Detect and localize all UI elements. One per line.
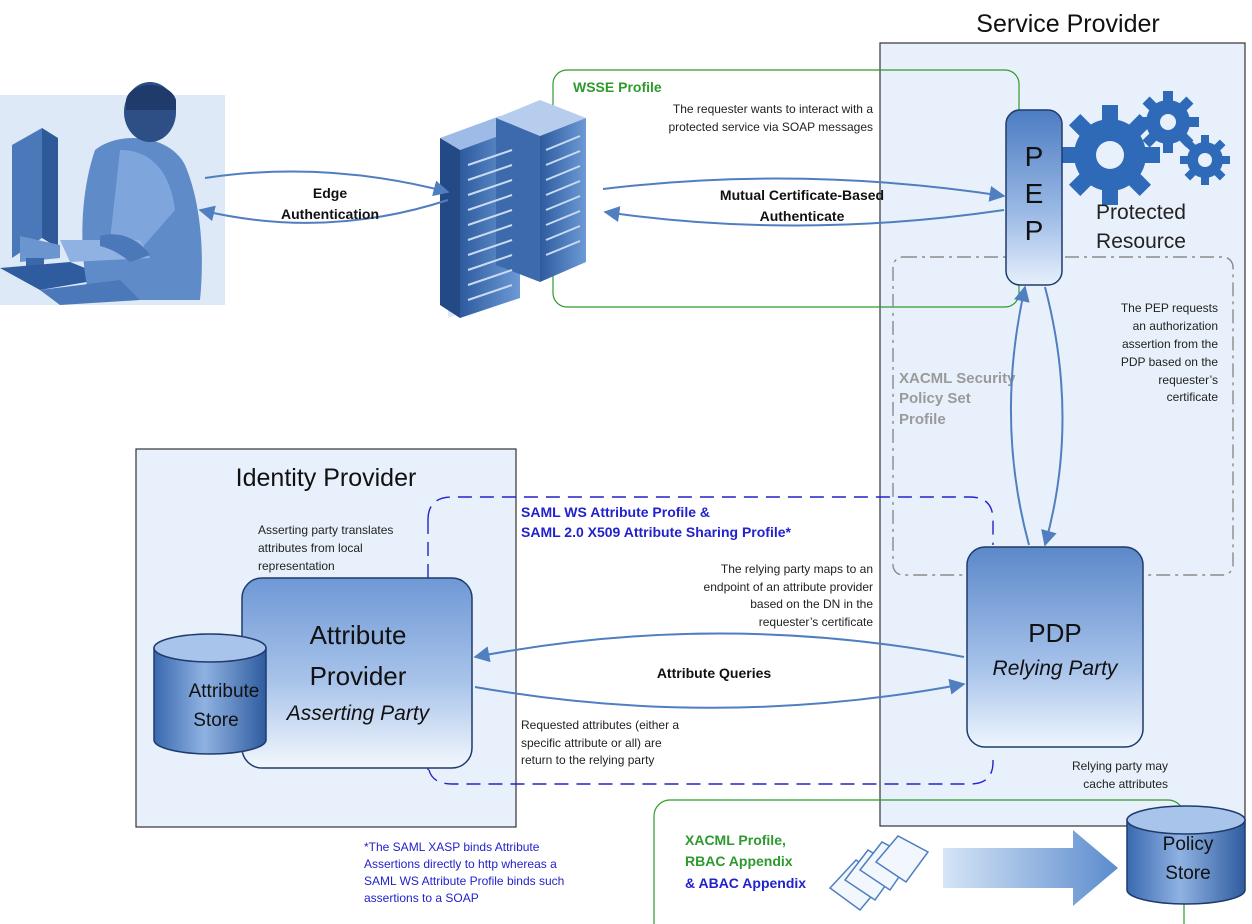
requested-attributes-note: Requested attributes (either a specific … — [521, 718, 679, 767]
svg-text:The relying party maps to an: The relying party maps to an — [721, 562, 873, 576]
svg-text:*The SAML XASP binds Attribute: *The SAML XASP binds Attribute — [364, 840, 540, 854]
edge-auth-line1: Edge — [313, 185, 347, 201]
xacml-profile-line2: RBAC Appendix — [685, 853, 793, 869]
server-icon — [440, 100, 586, 318]
mutual-auth-line1: Mutual Certificate-Based — [720, 187, 884, 203]
svg-text:Asserting party translates: Asserting party translates — [258, 523, 393, 537]
xacml-profile-line1: XACML Profile, — [685, 832, 786, 848]
svg-text:requester’s: requester’s — [1158, 373, 1218, 387]
user-computer-icon — [0, 82, 225, 305]
policy-store-line1: Policy — [1163, 834, 1214, 855]
svg-text:The PEP requests: The PEP requests — [1121, 301, 1218, 315]
attribute-store-cylinder[interactable] — [153, 633, 267, 755]
saml-title-line1: SAML WS Attribute Profile & — [521, 504, 710, 520]
pep-letter-1: P — [1025, 141, 1044, 172]
mutual-auth-arrow-right — [602, 177, 1006, 202]
svg-text:based on the DN in the: based on the DN in the — [750, 597, 873, 611]
identity-provider-title: Identity Provider — [236, 464, 417, 492]
svg-text:PDP based on the: PDP based on the — [1121, 355, 1219, 369]
wsse-profile-title: WSSE Profile — [573, 79, 662, 95]
pdp-box[interactable] — [966, 546, 1144, 748]
pep-letter-3: P — [1025, 215, 1044, 246]
edge-auth-arrow-right — [204, 170, 450, 197]
svg-text:requester’s certificate: requester’s certificate — [759, 615, 874, 629]
svg-text:an authorization: an authorization — [1133, 319, 1218, 333]
xacml-policy-line1: XACML Security — [899, 370, 1016, 387]
pep-to-pdp-arrow — [1041, 286, 1064, 547]
attribute-provider-line3: Asserting Party — [285, 702, 431, 725]
svg-text:assertion from the: assertion from the — [1122, 337, 1218, 351]
service-provider-title: Service Provider — [976, 10, 1159, 38]
asserting-party-note: Asserting party translates attributes fr… — [258, 523, 393, 573]
protected-resource-line1: Protected — [1096, 201, 1186, 224]
saml-xasp-footnote: *The SAML XASP binds Attribute Assertion… — [364, 840, 564, 905]
svg-text:attributes from local: attributes from local — [258, 541, 363, 555]
policy-store-line2: Store — [1165, 863, 1210, 884]
svg-text:Assertions directly to http wh: Assertions directly to http whereas a — [364, 857, 557, 871]
svg-text:representation: representation — [258, 559, 335, 573]
policy-load-arrow — [943, 830, 1118, 906]
mutual-auth-arrow-left — [603, 206, 1005, 227]
svg-text:assertions to a SOAP: assertions to a SOAP — [364, 891, 479, 905]
relying-party-map-note: The relying party maps to an endpoint of… — [704, 562, 874, 629]
saml-profile-box — [427, 496, 994, 785]
protected-resource-line2: Resource — [1096, 230, 1186, 253]
svg-text:return to the relying party: return to the relying party — [521, 753, 654, 767]
pep-box[interactable] — [1005, 109, 1063, 286]
edge-auth-arrow-left — [198, 199, 449, 224]
pep-letter-2: E — [1025, 178, 1044, 209]
svg-text:certificate: certificate — [1167, 390, 1219, 404]
edge-auth-line2: Authentication — [281, 206, 379, 222]
svg-text:specific attribute or all) are: specific attribute or all) are — [521, 736, 662, 750]
pdp-to-pep-arrow — [1009, 285, 1030, 546]
pdp-title: PDP — [1028, 618, 1081, 648]
wsse-note-line1: The requester wants to interact with a — [673, 102, 873, 116]
svg-text:endpoint of an attribute provi: endpoint of an attribute provider — [704, 580, 873, 594]
attribute-query-arrow-right — [474, 678, 966, 709]
wsse-note-line2: protected service via SOAP messages — [668, 120, 873, 134]
pdp-subtitle: Relying Party — [993, 657, 1119, 680]
attribute-store-line1: Attribute — [189, 681, 260, 702]
attribute-query-arrow-left — [473, 632, 965, 663]
gears-icon — [1060, 91, 1230, 205]
saml-title-line2: SAML 2.0 X509 Attribute Sharing Profile* — [521, 524, 792, 540]
attribute-queries-label: Attribute Queries — [657, 665, 772, 681]
xacml-policy-line3: Profile — [899, 411, 946, 428]
svg-text:Requested attributes (either a: Requested attributes (either a — [521, 718, 679, 732]
svg-text:SAML WS Attribute Profile bind: SAML WS Attribute Profile binds such — [364, 874, 564, 888]
svg-text:cache attributes: cache attributes — [1083, 777, 1168, 791]
svg-text:Relying party may: Relying party may — [1072, 759, 1168, 773]
attribute-provider-line2: Provider — [310, 661, 407, 691]
policy-store-cylinder[interactable] — [1126, 805, 1246, 905]
documents-icon — [828, 835, 930, 912]
pep-request-note: The PEP requests an authorization assert… — [1121, 301, 1219, 404]
mutual-auth-line2: Authenticate — [760, 208, 845, 224]
xacml-policy-line2: Policy Set — [899, 390, 971, 407]
xacml-profile-line3: & ABAC Appendix — [685, 875, 806, 891]
attribute-store-line2: Store — [193, 710, 238, 731]
attribute-provider-line1: Attribute — [310, 620, 407, 650]
cache-attributes-note: Relying party may cache attributes — [1072, 759, 1168, 791]
